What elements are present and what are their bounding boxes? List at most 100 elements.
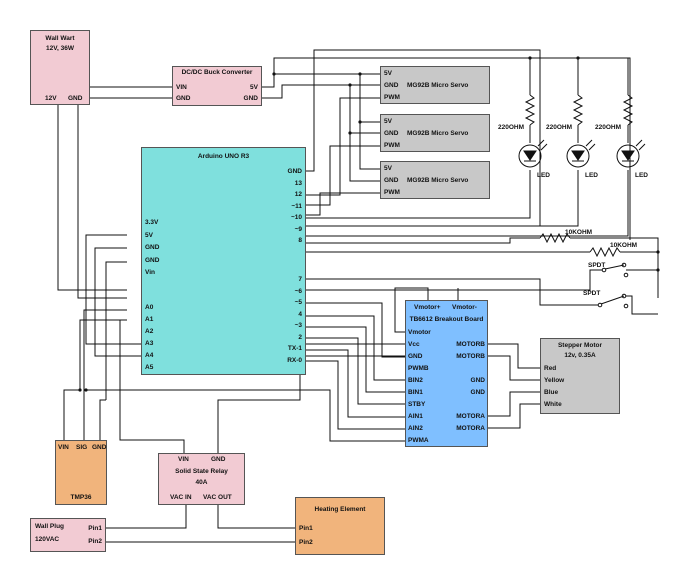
servo-pin-gnd: GND [384,82,399,89]
arduino-pin: A4 [145,352,154,359]
resistor-220-3 [622,94,634,126]
ssr-pin-vin: VIN [178,456,189,463]
servo-pin-pwm: PWM [384,189,400,196]
led-label: LED [635,172,648,179]
wire [306,145,380,206]
spdt-label: SPDT [583,290,601,297]
stepper-wire-label: Red [544,365,557,372]
tb6612-pin: GND [408,353,423,360]
wall-plug-title: Wall Plug [35,523,65,530]
arduino-pin: A2 [145,328,154,335]
tmp36-pin-sig: SIG [76,444,88,451]
wire [106,505,187,529]
buck-pin-vin: VIN [176,84,187,91]
arduino-pin: 5V [145,231,153,239]
led-1 [518,139,548,168]
tb6612-pin: AIN2 [408,425,423,432]
servo-box: 5V GND PWM MG92B Micro Servo [380,114,490,152]
arduino-pin: 2 [298,333,302,341]
ssr-pin-gnd: GND [211,456,226,463]
wire [488,403,540,429]
tb6612-board: Vmotor+ Vmotor- TB6612 Breakout Board Vm… [405,300,488,447]
led-3 [616,139,646,168]
arduino-left-pins: 3.3V 5V GND GND Vin [145,219,159,282]
wire [262,84,380,99]
heating-element-box: Heating Element Pin1 Pin2 [295,497,385,555]
arduino-pin: 13 [294,179,302,187]
tb6612-left-pins: Vmotor Vcc GND PWMB BIN2 BIN1 STBY AIN1 … [408,329,431,449]
spdt-label: SPDT [588,262,606,269]
tmp36-pin-gnd: GND [92,444,107,451]
tb6612-title: TB6612 Breakout Board [409,316,484,323]
wire [488,391,540,417]
wire [306,337,405,405]
wire [394,287,429,333]
spdt-switch-1 [601,262,629,278]
servo-title: MG92B Micro Servo [407,130,469,137]
servo-title: MG92B Micro Servo [407,82,469,89]
arduino-pin: GND [145,256,160,264]
arduino-pin: 4 [298,310,302,318]
heater-pin1: Pin1 [299,525,313,532]
resistor-220-label: 220OHM [546,124,573,131]
tb6612-pin: MOTORB [456,341,485,348]
arduino-pin: ~5 [294,299,302,306]
tb6612-pin: GND [470,389,485,396]
wire [306,326,405,393]
wall-wart-box: Wall Wart 12V, 36W 12V GND [30,30,90,105]
wire [306,237,540,244]
arduino-right-pins: GND 13 12 ~11 ~10 ~9 8 [288,168,302,249]
stepper-motor-box: Stepper Motor 12v, 0.35A Red Yellow Blue… [540,338,620,414]
stepper-subtitle: 12v, 0.35A [564,352,596,359]
wall-wart-subtitle: 12V, 36W [46,45,74,52]
solid-state-relay: VIN GND Solid State Relay 40A VAC IN VAC… [158,453,245,505]
arduino-pin: ~9 [294,225,302,233]
wall-wart-pin-gnd: GND [68,95,83,102]
tb6612-pin: STBY [408,401,426,408]
buck-pin-gnd-out: GND [243,95,258,102]
tb6612-pin: GND [470,377,485,384]
tb6612-pin: AIN1 [408,413,423,420]
wire [306,49,541,226]
wire [306,360,405,430]
stepper-wire-label: White [544,401,562,408]
wire [349,133,380,182]
wire [86,389,405,442]
tb6612-pin: MOTORA [456,413,485,420]
tb6612-pin: BIN1 [408,389,423,396]
wall-plug-box: Wall Plug 120VAC Pin1 Pin2 [30,518,106,552]
wire [119,319,185,453]
arduino-title: Arduino UNO R3 [197,153,250,160]
wire [77,105,127,299]
ssr-pin-vac-in: VAC IN [170,494,192,501]
arduino-board: Arduino UNO R3 3.3V 5V GND GND Vin A0 A1… [141,147,306,375]
tb6612-pin: MOTORB [456,353,485,360]
tmp36-pin-vin: VIN [58,444,69,451]
arduino-pin: RX-0 [287,356,302,364]
led-label: LED [537,172,550,179]
servo-pin-gnd: GND [384,130,399,137]
servo-pin-gnd: GND [384,177,399,184]
servo-pin-5v: 5V [384,165,392,172]
servo-pin-5v: 5V [384,70,392,77]
wall-wart-pin-12v: 12V [45,95,57,102]
wire [306,170,629,237]
arduino-pin: TX-1 [287,345,302,352]
wire [262,73,380,88]
wire [488,343,540,369]
resistor-220-1 [524,94,536,126]
wire [306,269,604,291]
arduino-pin: A0 [145,304,154,311]
buck-title: DC/DC Buck Converter [181,69,253,76]
arduino-pin: ~6 [294,287,302,295]
wire [217,505,295,529]
led-label: LED [585,172,598,179]
wire [306,192,380,216]
buck-pin-gnd-in: GND [176,95,191,102]
servo-pin-pwm: PWM [384,142,400,149]
wire [349,85,380,134]
resistor-10k-label: 10KOHM [565,229,593,236]
resistor-10k-label: 10KOHM [610,242,638,249]
wall-plug-pin2: Pin2 [88,538,102,545]
